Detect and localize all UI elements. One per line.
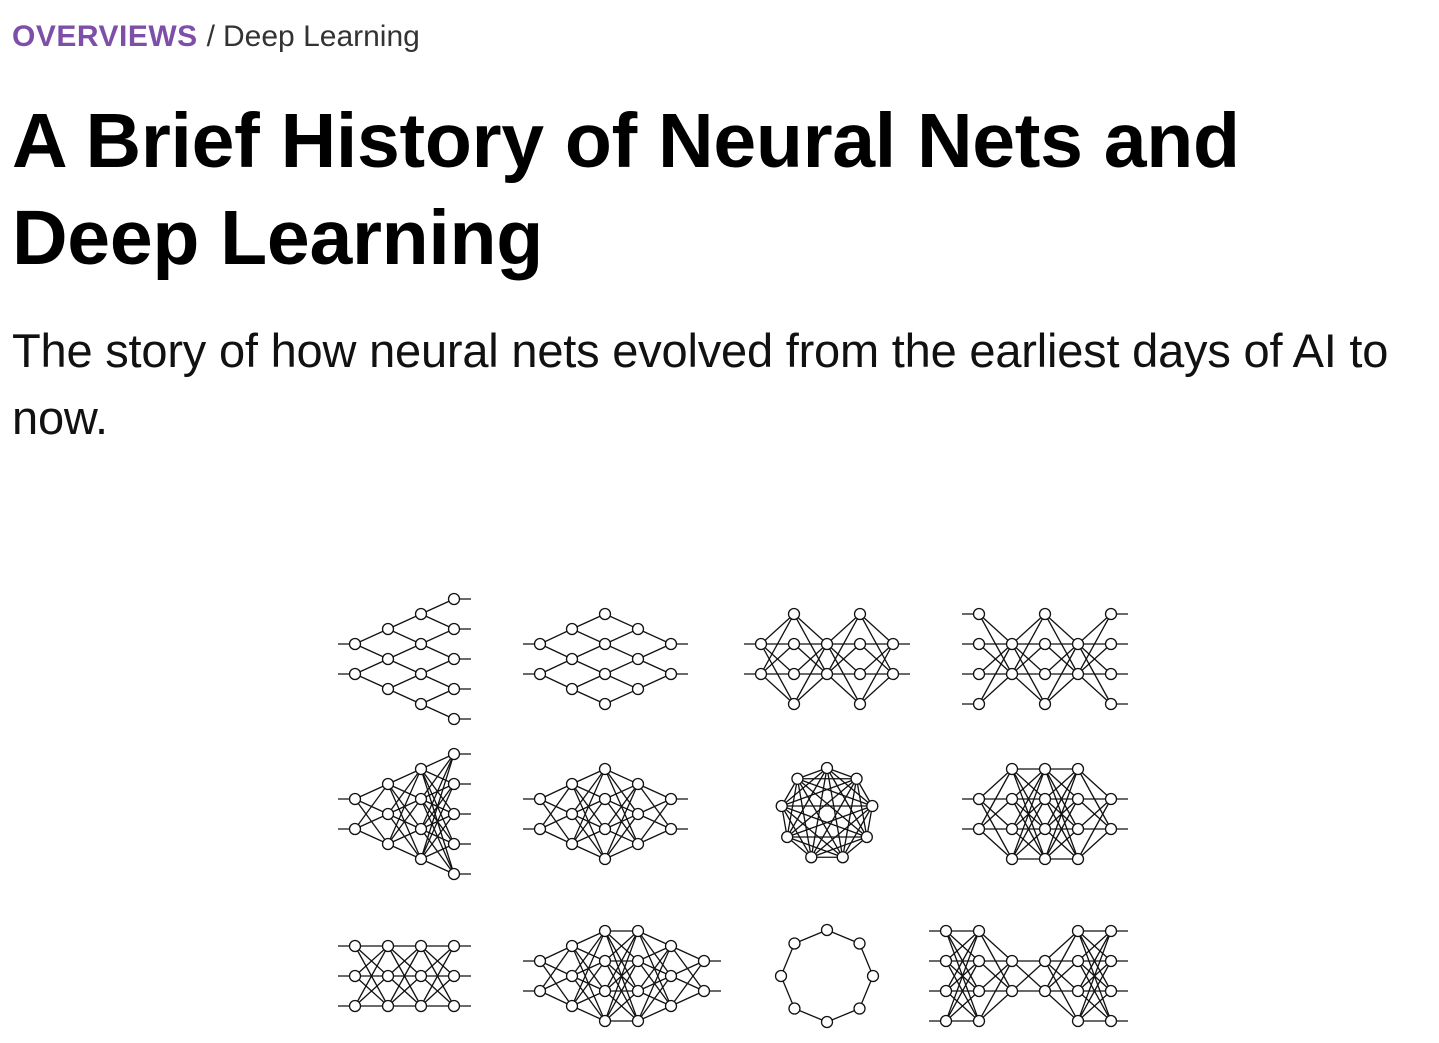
breadcrumb-section-link[interactable]: OVERVIEWS	[12, 20, 198, 53]
network-row2-col1-diagram	[338, 747, 471, 881]
network-row3-col4-diagram	[929, 924, 1128, 1028]
network-row1-col4-diagram	[962, 607, 1128, 711]
breadcrumb-separator: /	[206, 20, 216, 53]
neural-network-diagrams-figure	[320, 585, 1150, 1035]
network-row1-col1-diagram	[338, 592, 471, 726]
network-row2-col4-diagram	[962, 762, 1128, 866]
network-row3-col3-diagram	[774, 923, 880, 1029]
breadcrumb: OVERVIEWS/Deep Learning	[12, 18, 420, 56]
page-title: A Brief History of Neural Nets and Deep …	[12, 98, 1240, 281]
network-row2-col2-diagram	[523, 762, 688, 866]
page-subtitle: The story of how neural nets evolved fro…	[12, 324, 1389, 444]
network-row3-col1-diagram	[338, 939, 471, 1013]
neural-network-diagrams-illustration	[338, 592, 1128, 1029]
network-row3-col2-diagram	[523, 924, 721, 1028]
breadcrumb-current: Deep Learning	[223, 20, 420, 53]
network-row1-col2-diagram	[523, 607, 688, 711]
network-row2-col3-diagram	[775, 761, 879, 864]
network-row1-col3-diagram	[744, 607, 910, 711]
